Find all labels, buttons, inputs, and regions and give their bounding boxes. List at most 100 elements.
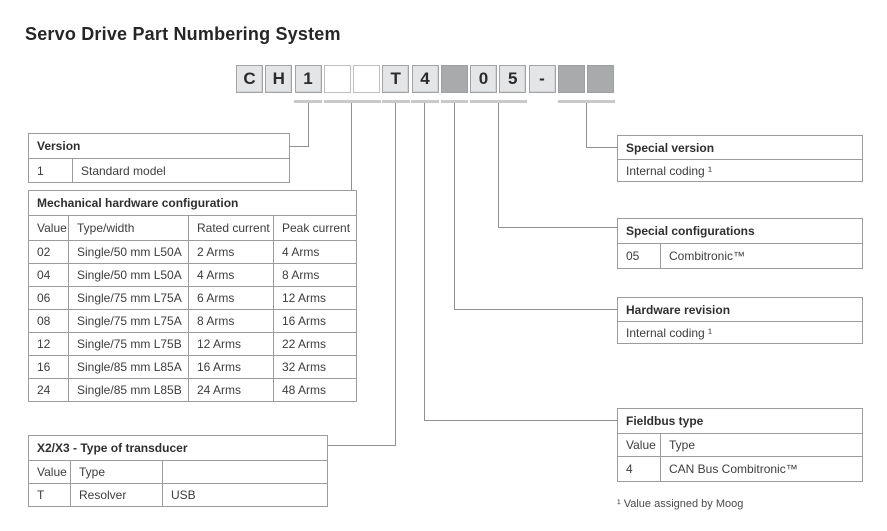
cell-value: 24 xyxy=(28,378,69,402)
cell-value: 04 xyxy=(28,263,69,287)
special-version-note: Internal coding ¹ xyxy=(617,159,863,182)
table-row: 02 Single/50 mm L50A 2 Arms 4 Arms xyxy=(28,240,357,264)
part-number-row: C H 1 T 4 0 5 - xyxy=(236,65,614,93)
page-title: Servo Drive Part Numbering System xyxy=(25,24,341,44)
connector-special-ver-v xyxy=(586,103,587,147)
hardware-revision-title: Hardware revision xyxy=(617,297,863,322)
pn-cell-0: 0 xyxy=(470,65,497,93)
tick-mechanical xyxy=(324,100,381,103)
version-table: Version 1 Standard model xyxy=(28,133,290,183)
cell-type: Single/75 mm L75A xyxy=(68,286,189,310)
tick-fieldbus xyxy=(411,100,439,103)
table-row: Internal coding ¹ xyxy=(617,159,863,182)
footnote: ¹ Value assigned by Moog xyxy=(617,498,744,510)
fieldbus-table-title: Fieldbus type xyxy=(617,408,863,434)
pn-cell-H: H xyxy=(265,65,293,93)
table-row: 04 Single/50 mm L50A 4 Arms 8 Arms xyxy=(28,263,357,287)
cell-value: 12 xyxy=(28,332,69,356)
hardware-revision-table: Hardware revision Internal coding ¹ xyxy=(617,297,863,344)
cell-type: Single/50 mm L50A xyxy=(68,240,189,264)
cell-desc: Combitronic™ xyxy=(660,243,863,269)
table-row: 4 CAN Bus Combitronic™ xyxy=(617,456,863,482)
col-header xyxy=(162,460,328,484)
column-header-row: Value Type xyxy=(28,460,328,484)
tick-special-ver xyxy=(558,100,615,103)
pn-cell-T: T xyxy=(382,65,410,93)
transducer-table: X2/X3 - Type of transducer Value Type T … xyxy=(28,435,328,507)
cell-peak: 48 Arms xyxy=(273,378,357,402)
cell-type: Single/75 mm L75B xyxy=(68,332,189,356)
version-value: 1 xyxy=(28,158,73,183)
cell-type: Single/85 mm L85B xyxy=(68,378,189,402)
cell-value: 06 xyxy=(28,286,69,310)
special-configurations-table: Special configurations 05 Combitronic™ xyxy=(617,218,863,269)
column-header-row: Value Type/width Rated current Peak curr… xyxy=(28,215,357,241)
col-header: Peak current xyxy=(273,215,357,241)
cell-peak: 12 Arms xyxy=(273,286,357,310)
table-row: Internal coding ¹ xyxy=(617,321,863,344)
connector-fieldbus-v xyxy=(424,103,425,420)
pn-cell-4: 4 xyxy=(411,65,439,93)
table-row: 16 Single/85 mm L85A 16 Arms 32 Arms xyxy=(28,355,357,379)
cell-type: Single/50 mm L50A xyxy=(68,263,189,287)
col-header: Type xyxy=(70,460,163,484)
cell-extra: USB xyxy=(162,483,328,507)
tick-version xyxy=(294,100,322,103)
cell-rated: 12 Arms xyxy=(188,332,274,356)
tick-special-config xyxy=(470,100,527,103)
mechanical-config-table: Mechanical hardware configuration Value … xyxy=(28,190,357,402)
cell-peak: 16 Arms xyxy=(273,309,357,333)
cell-type: CAN Bus Combitronic™ xyxy=(660,456,863,482)
table-row: 06 Single/75 mm L75A 6 Arms 12 Arms xyxy=(28,286,357,310)
table-row: 05 Combitronic™ xyxy=(617,243,863,269)
cell-value: T xyxy=(28,483,71,507)
pn-cell-5: 5 xyxy=(499,65,527,93)
col-header: Value xyxy=(617,433,661,457)
pn-cell-assigned-1 xyxy=(440,65,468,93)
connector-special-config-h xyxy=(498,227,617,228)
cell-rated: 16 Arms xyxy=(188,355,274,379)
table-row: 1 Standard model xyxy=(28,158,290,183)
pn-cell-blank-1 xyxy=(323,65,351,93)
special-configurations-title: Special configurations xyxy=(617,218,863,244)
cell-rated: 24 Arms xyxy=(188,378,274,402)
cell-value: 4 xyxy=(617,456,661,482)
connector-transducer-h xyxy=(328,445,396,446)
cell-value: 02 xyxy=(28,240,69,264)
connector-version-v xyxy=(308,103,309,146)
pn-cell-dash: - xyxy=(528,65,556,93)
cell-peak: 22 Arms xyxy=(273,332,357,356)
pn-cell-assigned-2 xyxy=(557,65,585,93)
connector-hardware-rev-v xyxy=(454,103,455,309)
connector-special-ver-h xyxy=(586,147,617,148)
version-desc: Standard model xyxy=(72,158,290,183)
col-header: Type/width xyxy=(68,215,189,241)
tick-transducer xyxy=(382,100,410,103)
table-row: 08 Single/75 mm L75A 8 Arms 16 Arms xyxy=(28,309,357,333)
table-row: T Resolver USB xyxy=(28,483,328,507)
special-version-title: Special version xyxy=(617,135,863,160)
cell-value: 08 xyxy=(28,309,69,333)
connector-special-config-v xyxy=(498,103,499,227)
cell-type: Single/85 mm L85A xyxy=(68,355,189,379)
col-header: Type xyxy=(660,433,863,457)
connector-version-h xyxy=(290,146,309,147)
pn-cell-1: 1 xyxy=(294,65,322,93)
hardware-revision-note: Internal coding ¹ xyxy=(617,321,863,344)
cell-rated: 2 Arms xyxy=(188,240,274,264)
cell-rated: 6 Arms xyxy=(188,286,274,310)
connector-mechanical-v xyxy=(351,103,352,190)
table-row: 24 Single/85 mm L85B 24 Arms 48 Arms xyxy=(28,378,357,402)
table-row: 12 Single/75 mm L75B 12 Arms 22 Arms xyxy=(28,332,357,356)
connector-fieldbus-h xyxy=(424,420,617,421)
cell-type: Resolver xyxy=(70,483,163,507)
pn-cell-assigned-3 xyxy=(587,65,614,93)
cell-peak: 8 Arms xyxy=(273,263,357,287)
connector-transducer-v xyxy=(395,103,396,445)
col-header: Value xyxy=(28,215,69,241)
fieldbus-table: Fieldbus type Value Type 4 CAN Bus Combi… xyxy=(617,408,863,482)
cell-rated: 8 Arms xyxy=(188,309,274,333)
mechanical-table-title: Mechanical hardware configuration xyxy=(28,190,357,216)
version-table-title: Version xyxy=(28,133,290,159)
